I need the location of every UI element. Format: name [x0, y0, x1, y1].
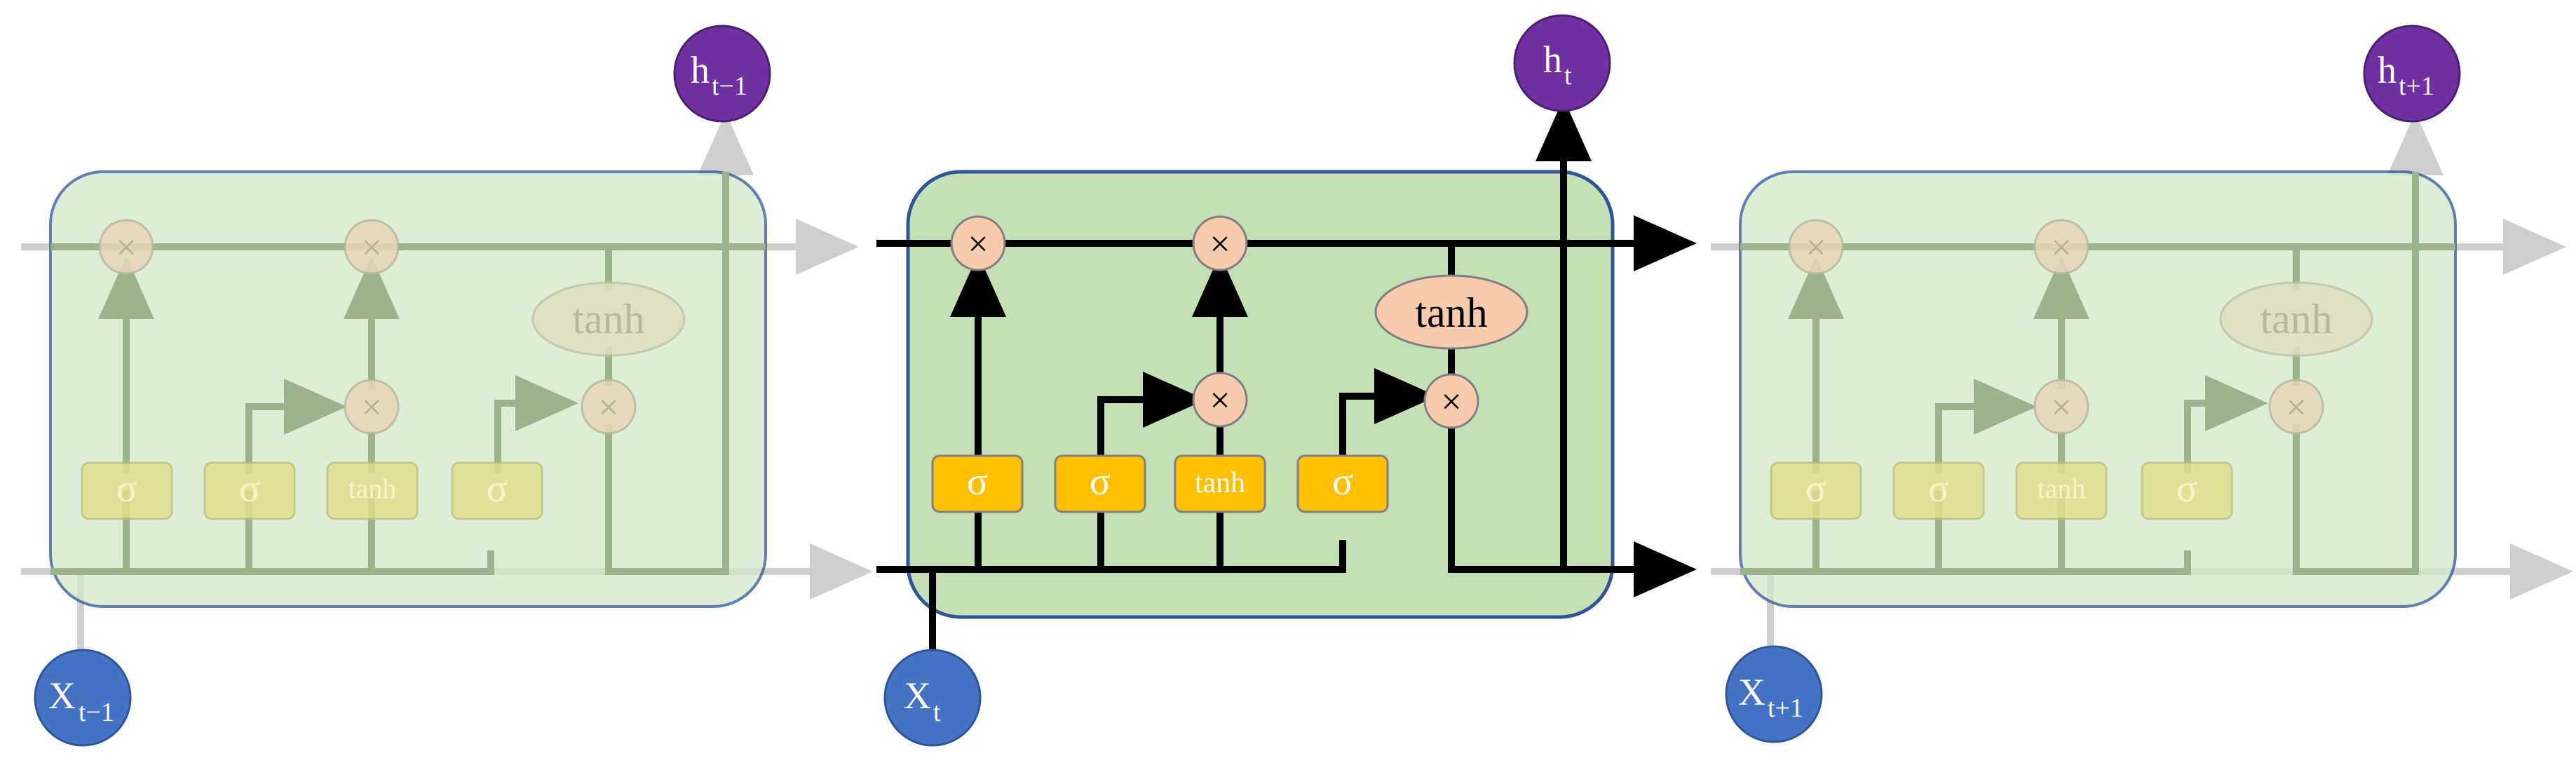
gate-forget: σ [81, 461, 173, 520]
op-label: × [1209, 381, 1230, 421]
cell-tanh: tanh [531, 281, 686, 357]
gate-candidate-label: tanh [1195, 467, 1245, 499]
op-label: × [1209, 224, 1230, 264]
lstm-cell-current: σ σ tanh σ × × × × [876, 14, 1697, 747]
gate-candidate: tanh [1174, 454, 1266, 513]
gate-input: σ [203, 461, 296, 520]
output-node-sub: t+1 [2399, 72, 2434, 101]
op-input-multiply: × [1192, 215, 1248, 271]
input-node-next: X t+1 [1725, 645, 1823, 743]
op-output-multiply: × [1423, 373, 1479, 429]
gate-forget: σ [1770, 461, 1862, 520]
cell-tanh-label: tanh [1415, 290, 1487, 336]
cell-box [1739, 170, 2457, 608]
input-node-main: X [48, 675, 76, 717]
op-input-multiply: × [2033, 219, 2089, 275]
input-node-prev: X t−1 [34, 649, 132, 747]
op-label: × [361, 228, 381, 268]
gate-candidate-label: tanh [2038, 473, 2086, 504]
op-gate-multiply: × [2033, 379, 2089, 435]
output-node-next: h t+1 [2363, 25, 2461, 123]
op-label: × [116, 228, 136, 268]
output-node-prev: h t−1 [673, 25, 771, 123]
gate-forget-label: σ [1805, 467, 1826, 510]
gate-output: σ [451, 461, 543, 520]
op-label: × [361, 388, 381, 428]
output-node-sub: t [1564, 61, 1572, 90]
gate-candidate: tanh [2015, 461, 2108, 520]
gate-output: σ [1296, 454, 1389, 513]
input-node-current: X t [883, 649, 982, 747]
gate-input-label: σ [239, 467, 260, 510]
input-node-sub: t+1 [1768, 693, 1803, 723]
cell-tanh: tanh [1374, 274, 1528, 350]
cell-tanh-label: tanh [572, 296, 644, 342]
op-forget-multiply: × [98, 219, 154, 275]
op-label: × [598, 388, 618, 428]
lstm-cell-prev: σ σ tanh σ × × × × [21, 25, 873, 747]
op-label: × [1441, 382, 1461, 422]
input-node-main: X [904, 675, 931, 717]
cell-tanh-label: tanh [2260, 296, 2332, 342]
op-gate-multiply: × [1192, 372, 1248, 428]
gate-candidate-label: tanh [348, 473, 397, 504]
gate-forget: σ [931, 454, 1024, 513]
gate-candidate: tanh [326, 461, 419, 520]
cell-box [906, 170, 1615, 619]
op-gate-multiply: × [344, 379, 400, 435]
gate-forget-label: σ [967, 460, 988, 503]
op-forget-multiply: × [1788, 219, 1844, 275]
gate-input-label: σ [1928, 467, 1949, 510]
gate-forget-label: σ [116, 467, 137, 510]
output-node-sub: t−1 [712, 72, 747, 101]
input-node-main: X [1738, 671, 1765, 713]
output-node-main: h [1543, 39, 1562, 81]
gate-input-label: σ [1090, 460, 1111, 503]
op-label: × [2051, 228, 2071, 268]
output-node-main: h [2378, 49, 2397, 91]
cell-box [49, 170, 767, 608]
output-node-current: h t [1513, 14, 1611, 112]
gate-output-label: σ [1332, 460, 1353, 503]
op-label: × [1805, 228, 1826, 268]
op-label: × [2286, 388, 2306, 428]
input-node-sub: t−1 [79, 698, 114, 727]
gate-output-label: σ [487, 467, 508, 510]
output-node-main: h [691, 49, 710, 91]
op-label: × [2051, 388, 2071, 428]
input-node-sub: t [933, 698, 941, 727]
lstm-cell-next: σ σ tanh σ × × × × [1711, 25, 2573, 743]
gate-input: σ [1892, 461, 1985, 520]
op-forget-multiply: × [950, 215, 1006, 271]
op-output-multiply: × [2268, 379, 2324, 435]
gate-output-label: σ [2176, 467, 2197, 510]
gate-output: σ [2141, 461, 2233, 520]
gate-input: σ [1054, 454, 1146, 513]
op-input-multiply: × [344, 219, 400, 275]
cell-tanh: tanh [2219, 281, 2373, 357]
op-label: × [968, 224, 988, 264]
op-output-multiply: × [581, 379, 637, 435]
